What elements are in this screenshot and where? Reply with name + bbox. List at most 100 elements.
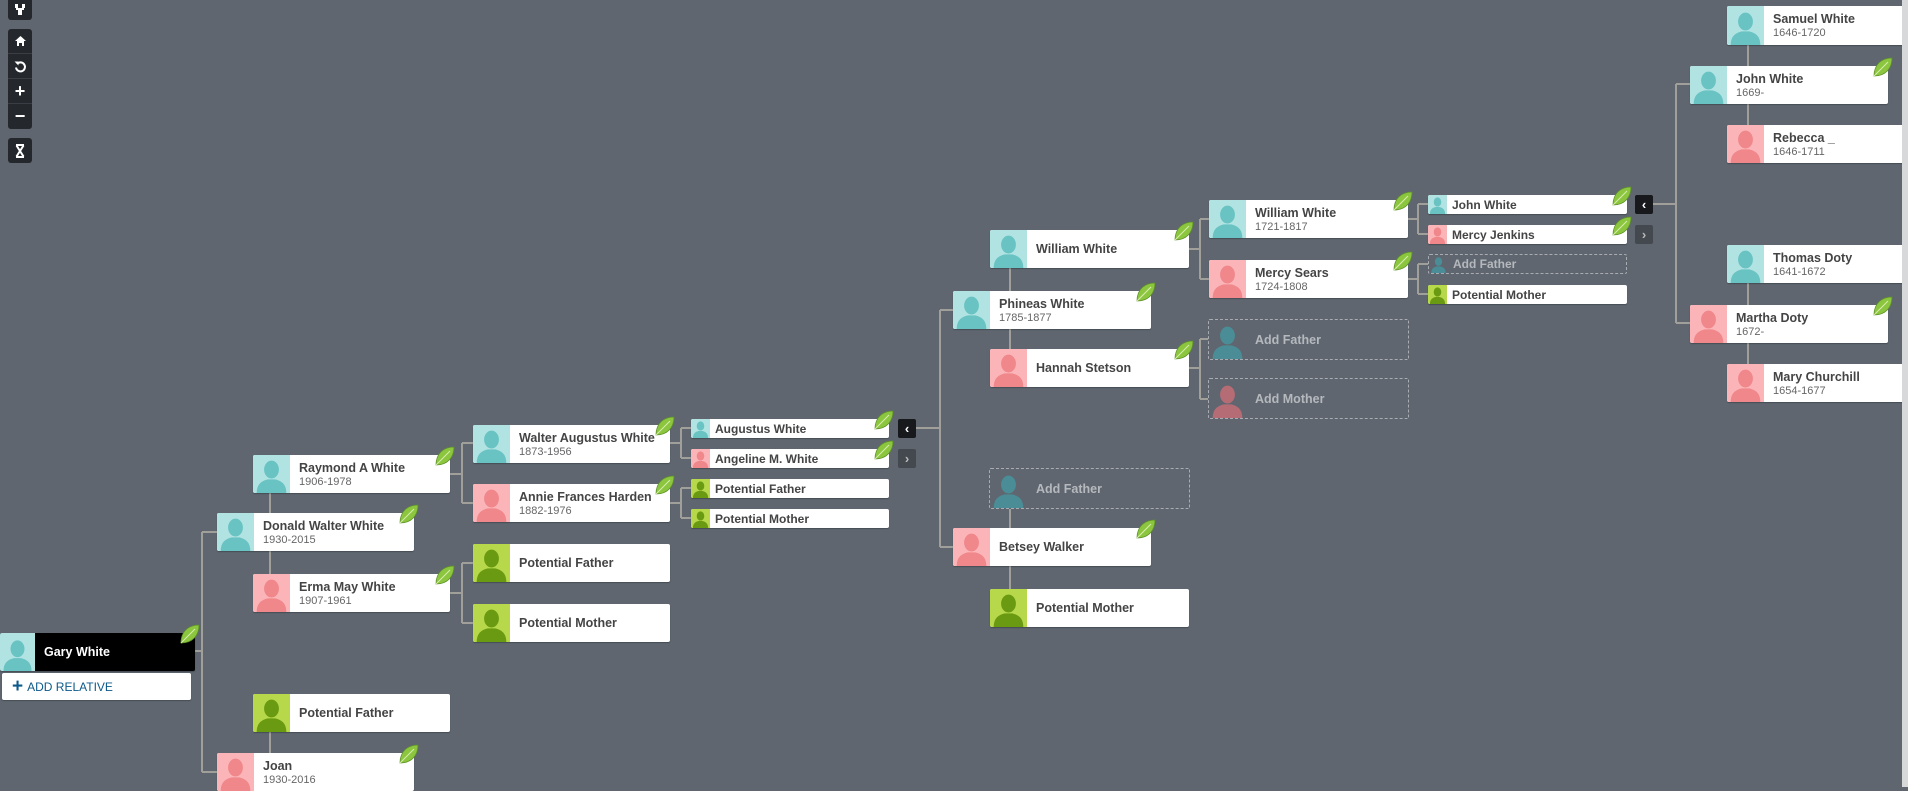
person-name: Potential Mother <box>519 616 617 630</box>
person-name: Thomas Doty <box>1773 250 1853 265</box>
person-lifespan: 1906-1978 <box>299 475 352 488</box>
zoom-in-icon[interactable]: + <box>8 79 32 104</box>
person-name: Donald Walter White <box>263 518 385 533</box>
person-name: Mercy Sears <box>1255 265 1329 280</box>
pedigree-back-button[interactable]: ‹ <box>898 419 916 438</box>
person-name: Add Mother <box>1255 391 1325 406</box>
potential-parent-card[interactable]: Potential Mother <box>691 509 889 528</box>
person-card[interactable]: Angeline M. White <box>691 440 894 468</box>
hint-leaf-icon[interactable] <box>1611 185 1633 207</box>
hint-leaf-icon[interactable] <box>1611 215 1633 237</box>
person-card[interactable]: John White <box>1428 186 1632 214</box>
person-name: Hannah Stetson <box>1036 361 1132 375</box>
add-parent-card[interactable]: Add Father <box>1428 254 1627 274</box>
person-name: Add Father <box>1453 257 1517 271</box>
potential-parent-card[interactable]: Potential Father <box>691 479 889 498</box>
potential-parent-card[interactable]: Potential Father <box>473 544 670 582</box>
hint-leaf-icon[interactable] <box>873 439 895 461</box>
male-silhouette-icon <box>1209 320 1246 359</box>
person-name: Samuel White <box>1773 12 1855 26</box>
refresh-icon[interactable] <box>8 54 32 79</box>
person-info: Rebecca _1646-1711 <box>1764 125 1835 163</box>
hint-leaf-icon[interactable] <box>654 474 676 496</box>
pedigree-forward-button-2[interactable]: › <box>1635 225 1653 244</box>
pedigree-tree-icon[interactable] <box>8 0 32 20</box>
potential-parent-card[interactable]: Potential Mother <box>990 589 1189 627</box>
pedigree-forward-button[interactable]: › <box>898 449 916 468</box>
hint-leaf-icon[interactable] <box>1173 339 1195 361</box>
person-name: Joan <box>263 758 293 773</box>
person-info: John White <box>1447 195 1517 214</box>
person-name: Potential Mother <box>715 511 810 526</box>
person-lifespan: 1907-1961 <box>299 594 352 607</box>
potential-parent-card[interactable]: Potential Father <box>253 694 450 732</box>
hint-leaf-icon[interactable] <box>654 415 676 437</box>
person-card[interactable]: Rebecca _1646-1711 <box>1727 125 1908 163</box>
hint-leaf-icon[interactable] <box>1173 220 1195 242</box>
person-info: Mercy Jenkins <box>1447 225 1535 244</box>
person-info: Potential Mother <box>710 509 809 528</box>
zoom-controls: + − <box>8 29 32 129</box>
zoom-out-icon[interactable]: − <box>14 106 26 126</box>
person-info: Augustus White <box>710 419 806 438</box>
hint-leaf-icon[interactable] <box>1392 190 1414 212</box>
hint-leaf-icon[interactable] <box>179 623 201 645</box>
person-lifespan: 1785-1877 <box>999 311 1052 324</box>
person-card[interactable]: Gary White <box>0 624 200 671</box>
person-card[interactable]: Hannah Stetson <box>990 340 1194 387</box>
hint-leaf-icon[interactable] <box>398 743 420 765</box>
person-card[interactable]: Mercy Jenkins <box>1428 216 1632 244</box>
scrollbar[interactable] <box>1902 0 1908 787</box>
add-parent-card[interactable]: Add Mother <box>1208 378 1409 419</box>
hint-leaf-icon[interactable] <box>1135 518 1157 540</box>
person-info: Potential Father <box>710 479 806 498</box>
pedigree-back-button-2[interactable]: ‹ <box>1635 195 1653 214</box>
potential-parent-card[interactable]: Potential Mother <box>473 604 670 642</box>
hint-leaf-icon[interactable] <box>1392 250 1414 272</box>
dna-icon[interactable] <box>8 138 32 163</box>
female-silhouette-icon <box>1209 379 1246 418</box>
hint-leaf-icon[interactable] <box>1872 56 1894 78</box>
female-silhouette-icon <box>1428 225 1447 244</box>
add-parent-card[interactable]: Add Father <box>989 468 1190 509</box>
person-name: Angeline M. White <box>715 451 819 466</box>
person-lifespan: 1672- <box>1736 325 1765 338</box>
hint-leaf-icon[interactable] <box>434 445 456 467</box>
hint-leaf-icon[interactable] <box>1872 295 1894 317</box>
person-card[interactable]: Betsey Walker <box>953 519 1156 566</box>
hint-leaf-icon[interactable] <box>434 564 456 586</box>
add-parent-card[interactable]: Add Father <box>1208 319 1409 360</box>
hint-leaf-icon[interactable] <box>1135 281 1157 303</box>
hint-leaf-icon[interactable] <box>873 409 895 431</box>
female-silhouette-icon <box>990 349 1027 387</box>
person-card[interactable]: William White <box>990 221 1194 268</box>
male-silhouette-icon <box>953 291 990 329</box>
hint-leaf-icon[interactable] <box>398 503 420 525</box>
potential-parent-card[interactable]: Potential Mother <box>1428 285 1627 304</box>
person-name: Potential Mother <box>1452 287 1547 302</box>
person-info: Hannah Stetson <box>1027 349 1131 387</box>
person-name: Betsey Walker <box>999 540 1084 554</box>
person-card[interactable]: Augustus White <box>691 410 894 438</box>
person-name: Add Father <box>1255 332 1321 347</box>
add-relative-button[interactable]: + ADD RELATIVE <box>2 673 191 700</box>
home-icon[interactable] <box>8 29 32 54</box>
